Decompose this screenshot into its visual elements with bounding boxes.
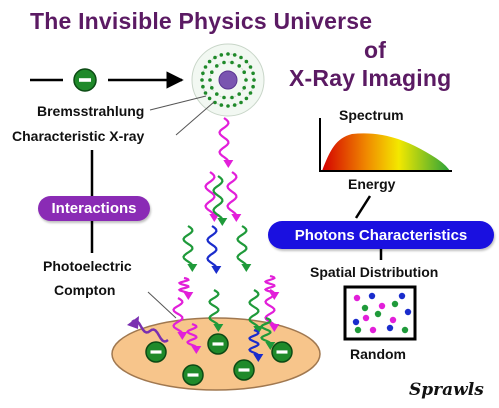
random-dot	[386, 324, 394, 332]
electron-icon	[73, 68, 97, 92]
atom-electron-dot	[210, 86, 214, 90]
photon-wave-icon	[204, 171, 220, 222]
random-dots-icon	[343, 285, 417, 341]
photon-wave-icon	[218, 117, 234, 168]
spectrum-graph-icon	[319, 118, 452, 172]
atom-electron-dot	[239, 55, 243, 60]
atom-electron-dot	[215, 64, 219, 68]
random-dot	[374, 310, 382, 318]
target-electrons	[145, 333, 293, 386]
random-dot	[353, 294, 361, 302]
photon-wave-icon	[248, 328, 264, 362]
photon-wave-icon	[177, 276, 194, 300]
random-dot	[354, 326, 362, 334]
photon-wave-icon	[172, 297, 188, 340]
random-dot	[391, 300, 399, 308]
random-dot	[352, 318, 360, 326]
signature: Sprawls	[409, 380, 484, 400]
atom-electron-dot	[239, 100, 243, 105]
spectrum-label: Spectrum	[339, 107, 404, 123]
spatial-distribution-label: Spatial Distribution	[310, 264, 439, 280]
characteristic-label: Characteristic X-ray	[12, 128, 145, 144]
atom-electron-dot	[203, 65, 208, 69]
random-dot	[368, 292, 376, 300]
random-dot	[369, 326, 377, 334]
photon-wave-icon	[260, 316, 276, 350]
atom-electron-dot	[222, 95, 226, 100]
atom-electron-dot	[242, 86, 246, 90]
atom-electron-dot	[248, 91, 253, 95]
atom-electron-dot	[210, 70, 214, 74]
atom-electron-dot	[252, 78, 256, 82]
atom-electron-dot	[244, 78, 248, 82]
compton-label: Compton	[54, 282, 116, 298]
photon-wave-icon	[226, 171, 242, 222]
scattered-photon-icon	[127, 316, 169, 343]
random-label: Random	[350, 346, 406, 362]
atom-electron-dot	[232, 103, 237, 107]
atom-electron-dot	[213, 55, 217, 60]
atom-electron-dot	[226, 104, 230, 108]
photoelectric-label: Photoelectric	[43, 258, 132, 274]
atom-electron-dot	[226, 52, 230, 56]
atom-electron-dot	[244, 59, 249, 64]
atom-electron-dot	[215, 92, 219, 96]
atom-electron-dot	[248, 65, 253, 69]
atom-electron-dot	[237, 64, 241, 68]
electron-icon	[271, 341, 293, 363]
random-dot	[404, 308, 412, 316]
atom-electron-dot	[213, 100, 217, 105]
random-dot	[389, 316, 397, 324]
atom-electron-dot	[237, 92, 241, 96]
atom-electron-dot	[222, 60, 226, 65]
atom-electron-dot	[244, 96, 249, 101]
bremsstrahlung-pointer	[149, 95, 207, 111]
interactions-pill: Interactions	[38, 196, 150, 221]
photon-wave-icon	[236, 225, 252, 272]
random-dot	[401, 326, 409, 334]
atom-electron-dot	[207, 96, 212, 101]
photon-wave-icon	[208, 289, 224, 332]
atom-electron-dot	[232, 53, 237, 57]
electron-icon	[182, 364, 204, 386]
atom-electron-dot	[201, 84, 205, 89]
photon-wave-icon	[248, 289, 264, 334]
atom-electron-dot	[242, 70, 246, 74]
atom-electron-dot	[203, 91, 208, 95]
random-dot	[361, 304, 369, 312]
atom-electron-dot	[200, 78, 204, 82]
random-dot	[362, 314, 370, 322]
page-title-line3: X-Ray Imaging	[289, 65, 452, 91]
photon-wave-icon	[206, 225, 222, 274]
compton-pointer	[147, 291, 177, 319]
characteristic-pointer	[175, 101, 215, 136]
atom-electron-dot	[219, 103, 224, 107]
photons-characteristics-pill: Photons Characteristics	[268, 221, 494, 249]
photon-wave-icon	[182, 225, 198, 272]
page-title-line2: of	[364, 37, 387, 63]
bremsstrahlung-label: Bremsstrahlung	[37, 103, 145, 119]
electron-icon	[233, 359, 255, 381]
atom-electron-dot	[219, 53, 224, 57]
photon-wave-icon	[186, 322, 202, 354]
random-dot	[378, 302, 386, 310]
atom-electron-dot	[201, 71, 205, 76]
photon-wave-icon	[212, 175, 228, 226]
atom-electron-dot	[251, 84, 255, 89]
energy-label: Energy	[348, 176, 396, 192]
photon-stream	[172, 117, 280, 362]
random-dot	[398, 292, 406, 300]
atom-electron-dot	[207, 59, 212, 64]
atom-icon	[191, 43, 265, 117]
atom-electron-dot	[251, 71, 255, 76]
page-title-line1: The Invisible Physics Universe	[30, 8, 373, 34]
energy-connector	[354, 195, 372, 219]
atom-electron-dot	[230, 60, 234, 65]
atom-electron-dot	[208, 78, 212, 82]
atom-electron-dot	[230, 95, 234, 100]
electron-icon	[145, 341, 167, 363]
electron-icon	[207, 333, 229, 355]
